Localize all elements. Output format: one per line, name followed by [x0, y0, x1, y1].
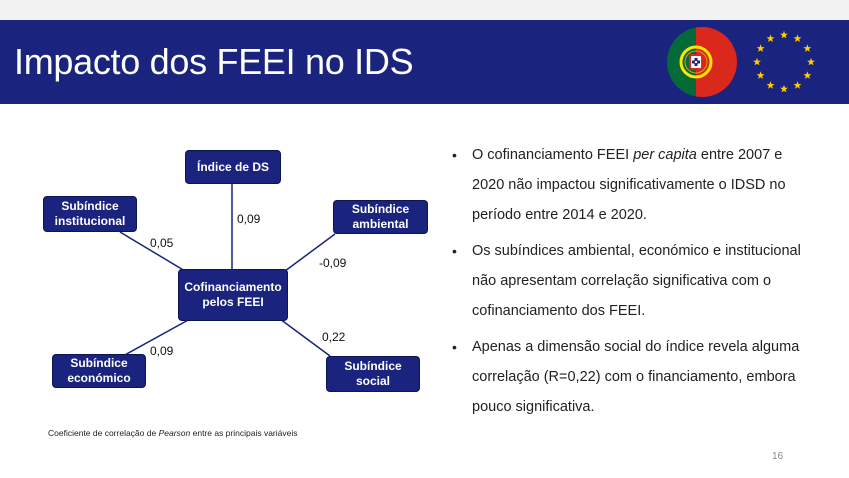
eu-star-icon: [756, 44, 765, 52]
page-number: 16: [772, 451, 784, 462]
eu-star-icon: [766, 81, 775, 89]
line-economico: [122, 318, 191, 357]
eu-star-icon: [803, 44, 812, 52]
line-ambiental: [284, 233, 336, 272]
slide-header: Impacto dos FEEI no IDS: [0, 20, 849, 104]
line-social: [279, 318, 331, 357]
coef-ds: 0,09: [237, 212, 261, 226]
eu-star-icon: [793, 34, 802, 43]
bullet-item: O cofinanciamento FEEI per capita entre …: [452, 140, 818, 230]
eu-star-icon: [766, 34, 775, 43]
eu-star-icon: [793, 81, 802, 89]
slide-title: Impacto dos FEEI no IDS: [14, 41, 414, 82]
eu-star-icon: [780, 30, 788, 39]
eu-star-icon: [807, 57, 815, 66]
eu-flag-icon: [744, 24, 824, 100]
line-institucional: [119, 231, 186, 272]
footnote: Coeficiente de correlação de Pearson ent…: [48, 428, 298, 438]
top-strip: [0, 0, 849, 20]
bullet-item: Apenas a dimensão social do índice revel…: [452, 332, 818, 422]
eu-star-icon: [780, 84, 788, 93]
node-indice-ds: Índice de DS: [185, 150, 281, 184]
coef-social: 0,22: [322, 330, 346, 344]
coef-economico: 0,09: [150, 344, 174, 358]
eu-star-icon: [753, 57, 761, 66]
coef-ambiental: -0,09: [319, 256, 347, 270]
eu-star-icon: [803, 71, 812, 79]
connector-lines: [119, 172, 336, 357]
bullet-item: Os subíndices ambiental, económico e ins…: [452, 236, 818, 326]
eu-star-icon: [756, 71, 765, 79]
coef-institucional: 0,05: [150, 236, 174, 250]
bullet-list: O cofinanciamento FEEI per capita entre …: [448, 140, 818, 428]
portugal-flag-icon: [667, 27, 737, 97]
